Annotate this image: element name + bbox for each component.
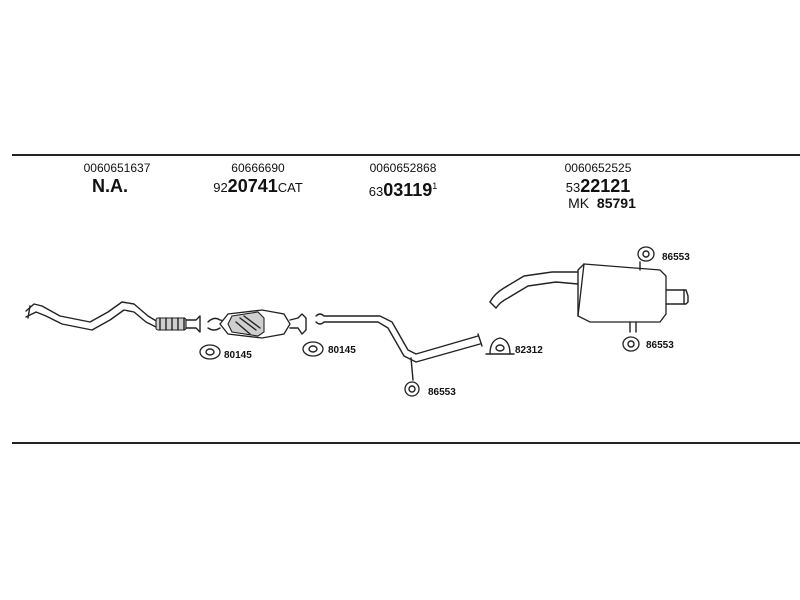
part-number-prefix: 92: [213, 180, 228, 195]
oe-number-rear-silencer: 0060652525: [564, 161, 632, 175]
gasket-80145-left-drawing: [199, 344, 221, 360]
rear-silencer-drawing: [489, 261, 689, 333]
part-number-superscript: 1: [432, 181, 438, 191]
oe-number-catalyst: 60666690: [231, 161, 285, 175]
hanger-middle-drawing: [404, 381, 420, 397]
mounting-kit-number: MK 85791: [568, 195, 636, 211]
gasket-80145-right-drawing: [302, 341, 324, 357]
part-number-suffix: CAT: [277, 180, 303, 195]
part-number-catalyst: 9220741CAT: [213, 176, 303, 198]
part-number-rear-silencer: 5322121: [566, 176, 631, 198]
part-number-main: 20741: [227, 176, 278, 196]
clamp-82312-drawing: [485, 337, 515, 355]
oe-number-middle-pipe: 0060652868: [369, 161, 437, 175]
catalytic-converter-drawing: [207, 309, 307, 339]
part-number-middle-pipe: 63031191: [369, 176, 438, 202]
bottom-divider-line: [12, 442, 800, 444]
label-hanger-rear-top: 86553: [662, 252, 690, 263]
part-number-prefix: 53: [565, 180, 581, 195]
part-number-main: 22121: [580, 176, 631, 196]
label-gasket-80145-right: 80145: [328, 345, 356, 356]
part-number-main: 03119: [383, 180, 433, 200]
part-number-front-pipe: N.A.: [92, 176, 128, 196]
label-gasket-80145-left: 80145: [224, 350, 252, 361]
front-pipe-drawing: [25, 301, 201, 333]
mounting-kit-prefix: MK: [568, 195, 590, 211]
part-number-main: N.A.: [92, 176, 128, 196]
mounting-kit-value: 85791: [596, 195, 636, 211]
hanger-rear-top-drawing: [637, 246, 655, 262]
part-number-prefix: 63: [368, 184, 384, 199]
oe-number-front-pipe: 0060651637: [83, 161, 151, 175]
middle-pipe-drawing: [315, 313, 483, 381]
label-hanger-rear-bottom: 86553: [646, 340, 674, 351]
top-divider-line: [12, 154, 800, 156]
hanger-rear-bottom-drawing: [622, 336, 640, 352]
label-hanger-middle: 86553: [428, 387, 456, 398]
label-clamp-82312: 82312: [515, 345, 543, 356]
